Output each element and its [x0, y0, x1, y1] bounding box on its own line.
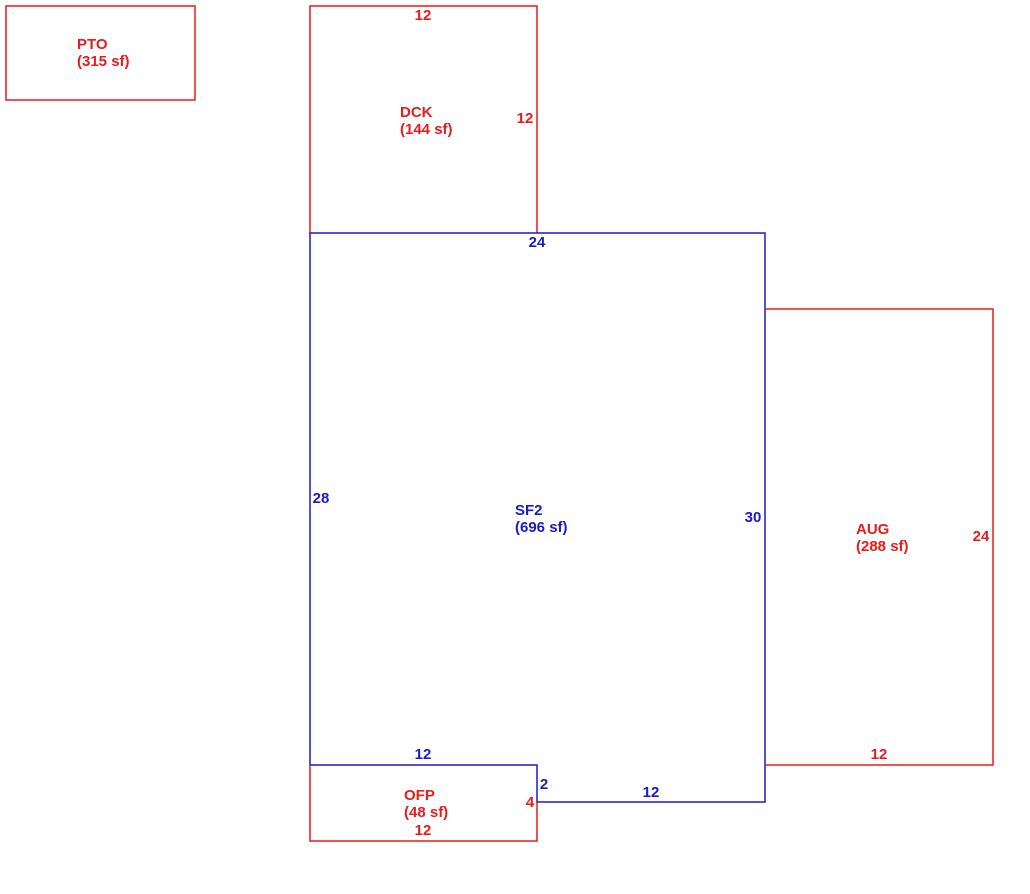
dim-sf2-top: 24	[529, 234, 546, 251]
dck-area: (144 sf)	[400, 121, 453, 138]
dim-dck-right: 12	[517, 110, 534, 127]
ofp-label: OFP	[404, 787, 435, 804]
dim-aug-bottom: 12	[871, 746, 888, 763]
aug-area: (288 sf)	[856, 538, 909, 555]
dim-dck-top: 12	[415, 7, 432, 24]
dim-sf2-step: 2	[540, 776, 548, 793]
pto-outline	[5, 5, 196, 101]
aug-label: AUG	[856, 521, 889, 538]
dck-outline	[309, 5, 538, 233]
sf2-label: SF2	[515, 502, 543, 519]
ofp-area: (48 sf)	[404, 804, 448, 821]
dim-ofp-right: 4	[526, 794, 535, 811]
aug-outline	[765, 308, 994, 766]
pto-label: PTO	[77, 36, 108, 53]
dim-sf2-bottom-right: 12	[643, 784, 660, 801]
dck-label: DCK	[400, 104, 433, 121]
dim-aug-right: 24	[973, 528, 990, 545]
ofp-outline	[309, 765, 538, 842]
dim-sf2-left: 28	[313, 490, 330, 507]
dim-sf2-bottom-left: 12	[415, 746, 432, 763]
dim-ofp-bottom: 12	[415, 822, 432, 839]
sf2-area: (696 sf)	[515, 519, 568, 536]
pto-area: (315 sf)	[77, 53, 130, 70]
dim-sf2-right: 30	[745, 509, 762, 526]
